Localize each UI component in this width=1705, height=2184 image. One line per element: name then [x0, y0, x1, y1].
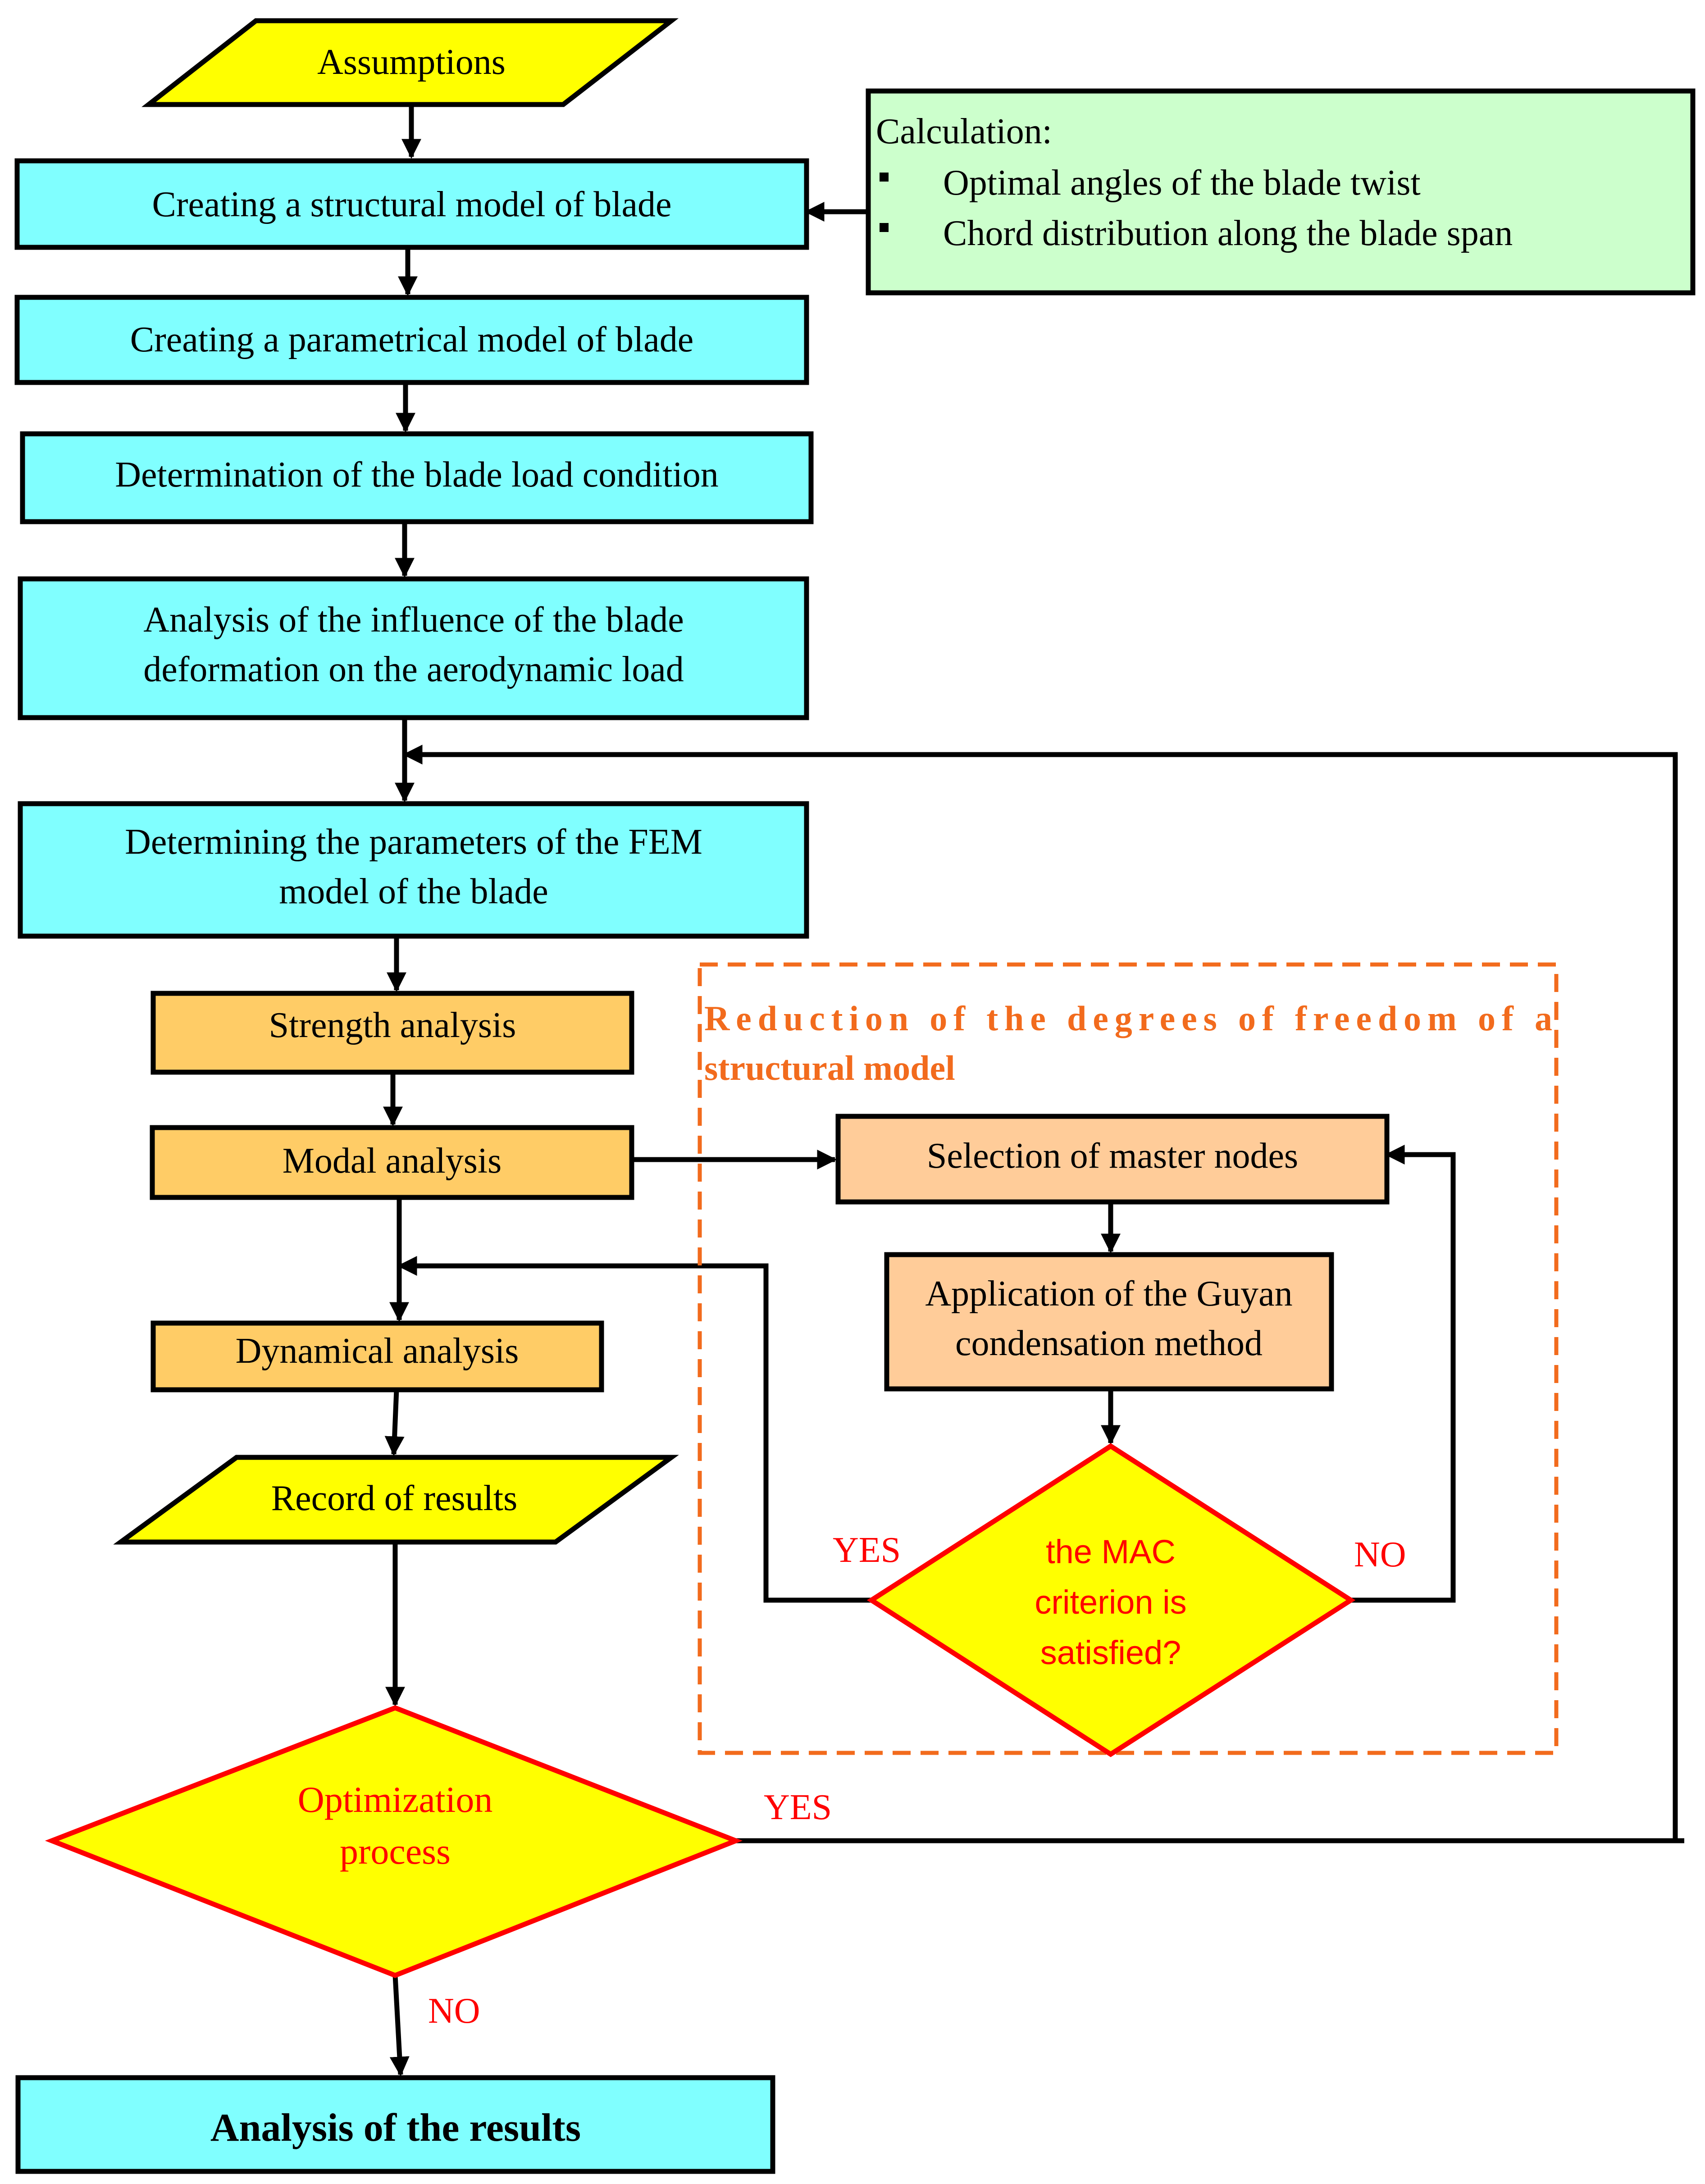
calculation-item-1: Optimal angles of the blade twist	[943, 163, 1421, 203]
load-condition-label: Determination of the blade load conditio…	[115, 455, 719, 495]
mac-label-line1: the MAC	[1046, 1533, 1176, 1570]
guyan-label-line1: Application of the Guyan	[925, 1274, 1292, 1314]
dynamical-analysis-label: Dynamical analysis	[236, 1331, 519, 1371]
parametrical-model-box	[14, 295, 809, 385]
guyan-box	[884, 1252, 1334, 1392]
influence-label-line2: deformation on the aerodynamic load	[143, 650, 684, 689]
optimization-decision	[45, 1705, 743, 1978]
mac-yes-label: YES	[833, 1530, 901, 1570]
parametrical-model-label: Creating a parametrical model of blade	[130, 320, 694, 359]
calculation-bullet-1	[880, 173, 889, 182]
calculation-bullet-2	[880, 223, 889, 232]
results-box	[15, 2075, 775, 2174]
mac-no-label: NO	[1354, 1535, 1406, 1574]
assumptions-label: Assumptions	[317, 42, 506, 82]
influence-box	[18, 576, 809, 720]
optimization-label-line1: Optimization	[298, 1779, 493, 1820]
record-label: Record of results	[271, 1479, 518, 1518]
arrow-dynamical-to-record	[384, 1389, 405, 1456]
structural-model-box	[14, 158, 809, 250]
guyan-label-line2: condensation method	[955, 1324, 1263, 1363]
master-nodes-label: Selection of master nodes	[927, 1136, 1298, 1176]
structural-model-label: Creating a structural model of blade	[152, 185, 672, 224]
load-condition-box	[20, 431, 814, 524]
arrow-optimization-to-results	[389, 1975, 410, 2077]
influence-label-line1: Analysis of the influence of the blade	[143, 600, 684, 640]
fem-label-line1: Determining the parameters of the FEM	[125, 822, 702, 862]
mac-decision	[866, 1443, 1356, 1757]
calculation-title: Calculation:	[876, 112, 1052, 151]
record-node	[113, 1455, 679, 1545]
mac-label-line3: satisfied?	[1040, 1634, 1181, 1671]
mac-label-line2: criterion is	[1035, 1583, 1186, 1621]
optimization-label-line2: process	[340, 1831, 451, 1872]
strength-analysis-label: Strength analysis	[269, 1006, 516, 1045]
fem-label-line2: model of the blade	[279, 872, 548, 911]
strength-analysis-box	[150, 991, 634, 1075]
dynamical-analysis-box	[150, 1320, 604, 1392]
loop-return-to-fem	[402, 745, 1678, 1841]
optimization-yes-label: YES	[764, 1788, 832, 1827]
reduction-title-line1: Reduction of the degrees of freedom of a	[704, 999, 1552, 1038]
connectors	[383, 105, 1684, 2077]
assumptions-node	[141, 18, 679, 107]
optimization-no-label: NO	[428, 1991, 480, 2031]
results-label: Analysis of the results	[210, 2106, 581, 2150]
reduction-title-line2: structural model	[704, 1048, 955, 1087]
reduction-region	[698, 962, 1559, 1755]
loop-mac-no	[1351, 1145, 1456, 1603]
master-nodes-box	[835, 1114, 1390, 1205]
fem-parameters-box	[18, 801, 809, 939]
loop-mac-yes	[397, 1256, 871, 1603]
modal-analysis-box	[150, 1125, 634, 1200]
calculation-box	[866, 88, 1696, 296]
calculation-item-2: Chord distribution along the blade span	[943, 214, 1513, 253]
modal-analysis-label: Modal analysis	[283, 1141, 502, 1181]
